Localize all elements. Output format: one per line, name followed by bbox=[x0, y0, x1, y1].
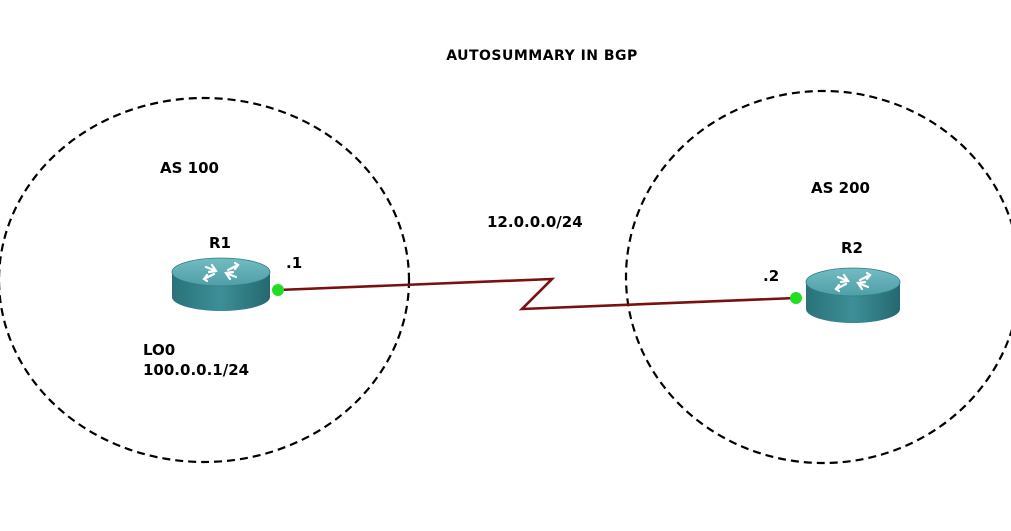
as-100-boundary bbox=[0, 96, 411, 464]
router-arrows-icon bbox=[834, 271, 872, 293]
r1-interface-port[interactable] bbox=[272, 284, 284, 296]
as-200-label: AS 200 bbox=[811, 179, 870, 197]
link-subnet-label: 12.0.0.0/24 bbox=[487, 213, 583, 231]
diagram-title: AUTOSUMMARY IN BGP bbox=[446, 48, 638, 64]
r1-loopback-name: LO0 bbox=[143, 341, 175, 359]
serial-link[interactable] bbox=[277, 277, 797, 311]
r2-interface-ip: .2 bbox=[763, 267, 779, 285]
router-r2[interactable] bbox=[805, 267, 901, 323]
router-r2-name: R2 bbox=[841, 239, 863, 257]
as-200-boundary bbox=[624, 89, 1011, 465]
router-r1[interactable] bbox=[171, 257, 271, 311]
router-r1-name: R1 bbox=[209, 234, 231, 252]
r2-interface-port[interactable] bbox=[790, 292, 802, 304]
as-100-label: AS 100 bbox=[160, 159, 219, 177]
r1-loopback-ip: 100.0.0.1/24 bbox=[143, 361, 249, 379]
router-arrows-icon bbox=[202, 261, 240, 283]
r1-interface-ip: .1 bbox=[286, 254, 302, 272]
